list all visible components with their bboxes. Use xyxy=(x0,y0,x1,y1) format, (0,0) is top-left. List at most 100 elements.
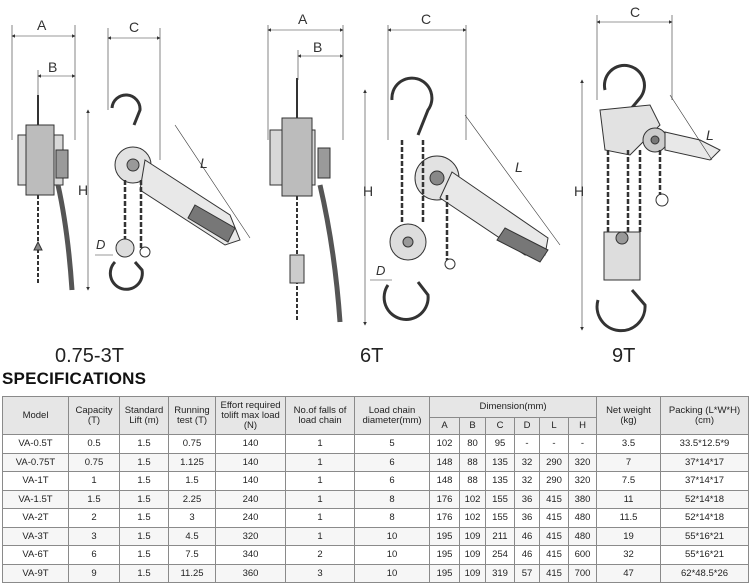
cell-chain-diameter: 8 xyxy=(354,489,430,509)
cell-dim-c: 319 xyxy=(485,563,515,583)
cell-dim-c: 95 xyxy=(485,434,515,454)
cell-model: VA-1.5T xyxy=(2,489,69,509)
cell-dim-a: 195 xyxy=(429,526,460,546)
cell-lift: 1.5 xyxy=(119,563,169,583)
cell-packing: 55*16*21 xyxy=(660,545,750,565)
cell-dim-h: 320 xyxy=(567,452,598,472)
header-dim-d: D xyxy=(514,417,540,435)
cell-falls: 1 xyxy=(285,489,355,509)
cell-net-weight: 3.5 xyxy=(596,434,662,454)
cell-chain-diameter: 5 xyxy=(354,434,430,454)
cell-packing: 37*14*17 xyxy=(660,452,750,472)
cell-net-weight: 7 xyxy=(596,452,662,472)
cell-capacity: 0.75 xyxy=(68,452,120,472)
dim-label-l1: L xyxy=(200,155,208,171)
cell-dim-l: 290 xyxy=(539,452,569,472)
header-net-weight: Net weight (kg) xyxy=(596,396,662,435)
cell-model: VA-6T xyxy=(2,545,69,565)
header-falls: No.of falls of load chain xyxy=(285,396,355,435)
header-dim-h: H xyxy=(567,417,598,435)
cell-dim-b: 109 xyxy=(459,545,486,565)
cell-packing: 33.5*12.5*9 xyxy=(660,434,750,454)
dim-label-l2: L xyxy=(515,159,523,175)
cell-falls: 2 xyxy=(285,545,355,565)
cell-dim-a: 148 xyxy=(429,471,460,491)
dim-label-b2: B xyxy=(313,39,322,55)
cell-dim-c: 211 xyxy=(485,526,515,546)
dim-label-d2: D xyxy=(376,263,385,278)
header-dim-l: L xyxy=(539,417,569,435)
dim-label-c3: C xyxy=(630,4,640,20)
cell-dim-h: 320 xyxy=(567,471,598,491)
header-dimension: Dimension(mm) xyxy=(428,396,598,418)
cell-chain-diameter: 6 xyxy=(354,452,430,472)
cell-lift: 1.5 xyxy=(119,471,169,491)
cell-dim-l: - xyxy=(539,434,569,454)
cell-dim-a: 195 xyxy=(429,563,460,583)
dim-label-h1: H xyxy=(78,182,88,198)
drawing-9t-hoist xyxy=(580,15,721,333)
cell-dim-d: 36 xyxy=(514,489,540,509)
cell-capacity: 6 xyxy=(68,545,120,565)
hoist-drawings: A B C H L D A B C xyxy=(11,4,721,333)
cell-falls: 1 xyxy=(285,526,355,546)
cell-capacity: 3 xyxy=(68,526,120,546)
cell-running-test: 1.5 xyxy=(168,471,216,491)
header-dim-c: C xyxy=(485,417,515,435)
cell-running-test: 1.125 xyxy=(168,452,216,472)
cell-capacity: 1 xyxy=(68,471,120,491)
cell-dim-b: 109 xyxy=(459,526,486,546)
header-dim-b: B xyxy=(459,417,486,435)
header-running-test: Running test (T) xyxy=(168,396,216,435)
cell-net-weight: 47 xyxy=(596,563,662,583)
cell-dim-c: 155 xyxy=(485,508,515,528)
cell-dim-b: 88 xyxy=(459,471,486,491)
caption-9t-hoist: 9T xyxy=(612,345,636,367)
cell-dim-l: 415 xyxy=(539,489,569,509)
cell-dim-b: 109 xyxy=(459,563,486,583)
cell-dim-c: 155 xyxy=(485,489,515,509)
dim-label-d1: D xyxy=(96,237,105,252)
header-dim-a: A xyxy=(429,417,460,435)
cell-packing: 37*14*17 xyxy=(660,471,750,491)
cell-model: VA-1T xyxy=(2,471,69,491)
cell-running-test: 11.25 xyxy=(168,563,216,583)
cell-dim-d: 36 xyxy=(514,508,540,528)
cell-model: VA-0.75T xyxy=(2,452,69,472)
cell-model: VA-3T xyxy=(2,526,69,546)
cell-dim-d: - xyxy=(514,434,540,454)
cell-running-test: 7.5 xyxy=(168,545,216,565)
cell-dim-b: 102 xyxy=(459,508,486,528)
cell-dim-a: 102 xyxy=(429,434,460,454)
cell-falls: 1 xyxy=(285,471,355,491)
cell-effort: 320 xyxy=(215,526,286,546)
cell-chain-diameter: 6 xyxy=(354,471,430,491)
dim-label-h2: H xyxy=(363,183,373,199)
dim-label-b1: B xyxy=(48,59,57,75)
cell-net-weight: 19 xyxy=(596,526,662,546)
cell-falls: 1 xyxy=(285,508,355,528)
cell-dim-d: 57 xyxy=(514,563,540,583)
cell-dim-a: 195 xyxy=(429,545,460,565)
cell-dim-c: 254 xyxy=(485,545,515,565)
specifications-table: Model Capacity (T) Standard Lift (m) Run… xyxy=(2,396,750,583)
cell-effort: 140 xyxy=(215,434,286,454)
cell-running-test: 0.75 xyxy=(168,434,216,454)
cell-running-test: 3 xyxy=(168,508,216,528)
cell-dim-b: 88 xyxy=(459,452,486,472)
cell-dim-l: 415 xyxy=(539,563,569,583)
header-capacity: Capacity (T) xyxy=(68,396,120,435)
cell-dim-h: 700 xyxy=(567,563,598,583)
cell-dim-h: 380 xyxy=(567,489,598,509)
cell-dim-d: 46 xyxy=(514,526,540,546)
cell-falls: 1 xyxy=(285,452,355,472)
cell-dim-a: 148 xyxy=(429,452,460,472)
cell-capacity: 2 xyxy=(68,508,120,528)
